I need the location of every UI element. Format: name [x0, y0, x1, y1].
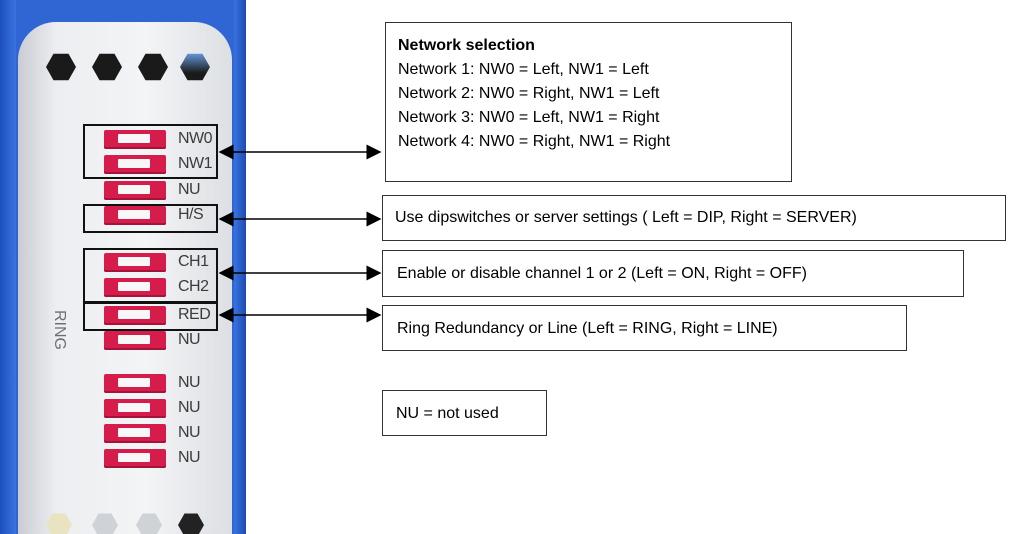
note-nu: NU = not used — [382, 390, 547, 436]
note-network-line-3: Network 3: NW0 = Left, NW1 = Right — [398, 109, 660, 126]
bottom-hole-1 — [46, 513, 72, 534]
switch-label-nu-4: NU — [178, 399, 201, 416]
note-ring: Ring Redundancy or Line (Left = RING, Ri… — [382, 305, 907, 351]
dip-switch-8[interactable] — [104, 331, 166, 350]
switch-label-nu-1: NU — [178, 181, 201, 198]
switch-label-nw0: NW0 — [178, 130, 213, 147]
switch-label-nw1: NW1 — [178, 155, 213, 172]
dip-switch-9[interactable] — [104, 374, 166, 393]
switch-label-nu-6: NU — [178, 449, 201, 466]
switch-label-ch1: CH1 — [178, 253, 209, 270]
dip-switch-10[interactable] — [104, 399, 166, 418]
note-channel: Enable or disable channel 1 or 2 (Left =… — [382, 250, 964, 297]
note-hs: Use dipswitches or server settings ( Lef… — [382, 195, 1006, 241]
dip-switch-2[interactable] — [104, 155, 166, 174]
bottom-hole-4 — [178, 513, 204, 534]
note-network-line-2: Network 2: NW0 = Right, NW1 = Left — [398, 85, 660, 102]
group-box-hs — [83, 204, 218, 233]
switch-label-hs: H/S — [178, 206, 204, 223]
dip-switch-7[interactable] — [104, 306, 166, 325]
bottom-hole-2 — [92, 513, 118, 534]
dip-switch-5[interactable] — [104, 253, 166, 272]
switch-label-nu-5: NU — [178, 424, 201, 441]
switch-label-nu-2: NU — [178, 331, 201, 348]
device-faceplate: NW0 NW1 NU H/S CH1 CH2 RED NU NU NU NU N… — [18, 22, 232, 534]
note-network-line-4: Network 4: NW0 = Right, NW1 = Right — [398, 133, 671, 150]
dip-switch-3[interactable] — [104, 181, 166, 200]
switch-label-ch2: CH2 — [178, 278, 209, 295]
group-box-ring — [83, 302, 218, 331]
switch-label-red: RED — [178, 306, 211, 323]
note-network-title: Network selection — [398, 37, 535, 54]
note-network-line-1: Network 1: NW0 = Left, NW1 = Left — [398, 61, 649, 78]
device-panel: NW0 NW1 NU H/S CH1 CH2 RED NU NU NU NU N… — [0, 0, 246, 534]
dip-switch-12[interactable] — [104, 449, 166, 468]
bottom-hole-3 — [136, 513, 162, 534]
group-box-network — [83, 124, 218, 179]
device-edge-left — [0, 0, 16, 534]
dip-switch-1[interactable] — [104, 130, 166, 149]
note-network-selection: Network selection Network 1: NW0 = Left,… — [385, 22, 792, 182]
dip-switch-4[interactable] — [104, 206, 166, 225]
switch-label-nu-3: NU — [178, 374, 201, 391]
dip-switch-6[interactable] — [104, 278, 166, 297]
dip-switch-11[interactable] — [104, 424, 166, 443]
